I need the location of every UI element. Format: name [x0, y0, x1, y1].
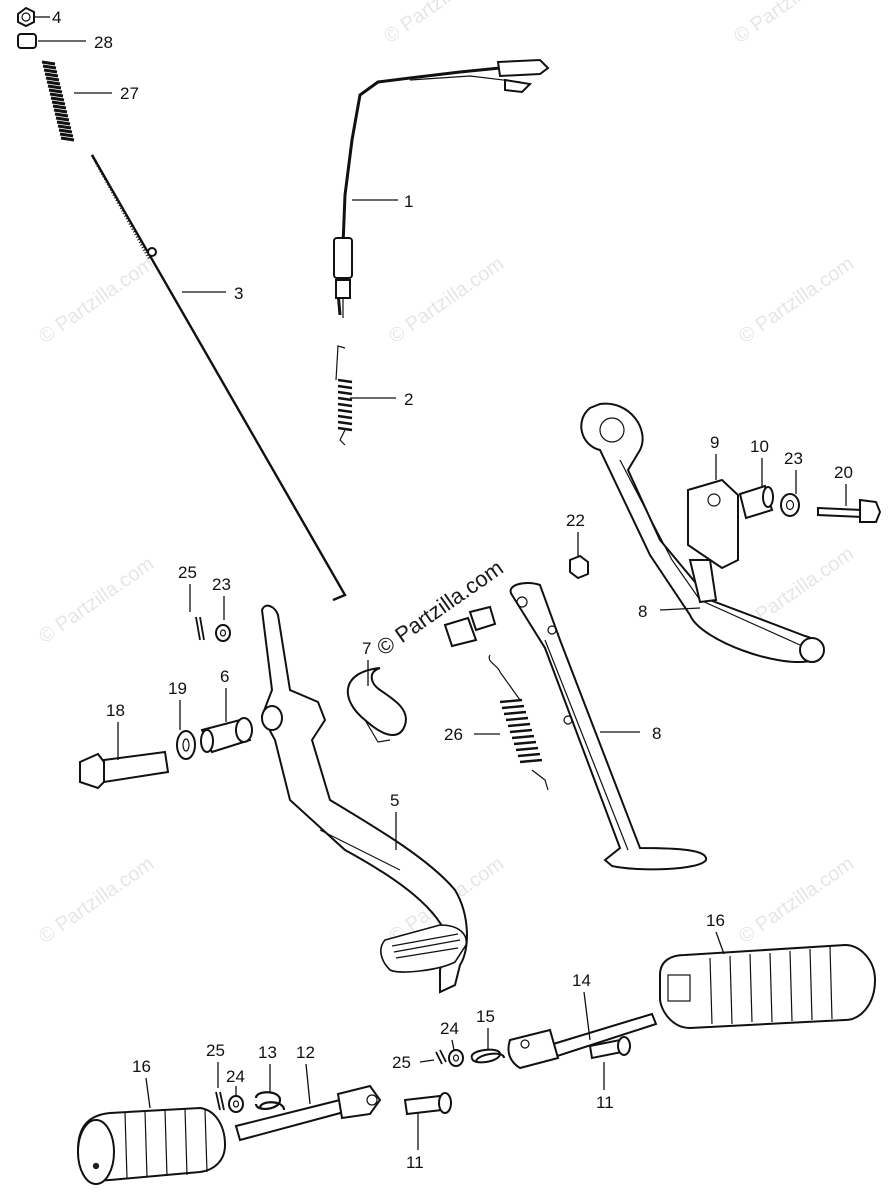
collar-10	[738, 484, 774, 520]
brake-rod-3	[90, 154, 347, 602]
callout-15: 15	[476, 1007, 495, 1026]
washer-24-right	[448, 1049, 464, 1067]
footpeg-bar-14	[507, 1012, 658, 1070]
callout-4: 4	[52, 8, 61, 27]
footpeg-rubber-16-right	[659, 943, 877, 1030]
callout-12: 12	[296, 1043, 315, 1062]
callout-18: 18	[106, 701, 125, 720]
callout-24: 24	[440, 1019, 459, 1038]
footpeg-bar-12	[234, 1084, 382, 1142]
callout-23: 23	[784, 449, 803, 468]
callout-8: 8	[638, 602, 647, 621]
callout-20: 20	[834, 463, 853, 482]
callout-numbers: 4 28 27 1 3 2 9 10 23 20 22 8 25 23 7 18…	[52, 8, 853, 1172]
stand-spring-26	[488, 654, 549, 791]
washer-19	[176, 730, 196, 760]
pin-11-right	[588, 1036, 631, 1060]
washer-24-left	[228, 1095, 244, 1113]
callout-13: 13	[258, 1043, 277, 1062]
callout-27: 27	[120, 84, 139, 103]
footpeg-rubber-16-left	[76, 1106, 227, 1185]
spring-13	[254, 1091, 286, 1111]
callout-25: 25	[392, 1053, 411, 1072]
callout-19: 19	[168, 679, 187, 698]
return-spring-7	[346, 667, 407, 743]
bolt-18	[79, 750, 170, 790]
callout-25: 25	[206, 1041, 225, 1060]
pin-11-left	[403, 1092, 452, 1116]
cotter-pin-25-left	[215, 1091, 225, 1111]
callout-11: 11	[596, 1093, 614, 1112]
collar-6	[200, 717, 253, 754]
callout-24: 24	[226, 1067, 245, 1086]
callout-3: 3	[234, 284, 243, 303]
cotter-pin-25-upper	[195, 616, 205, 641]
callout-10: 10	[750, 437, 769, 456]
bolt-20	[817, 498, 882, 523]
washer-23-left	[215, 624, 231, 642]
bolt-stand-pivot	[443, 605, 497, 648]
leader-lines	[34, 16, 847, 1150]
side-stand-8-upper	[580, 402, 825, 663]
callout-9: 9	[710, 433, 719, 452]
callout-8: 8	[652, 724, 661, 743]
brake-pedal-5	[260, 604, 468, 994]
callout-5: 5	[390, 791, 399, 810]
callout-7: 7	[362, 639, 371, 658]
callout-16: 16	[706, 911, 725, 930]
main-stand-8	[509, 582, 707, 871]
callout-11: 11	[406, 1153, 424, 1172]
callout-2: 2	[404, 390, 413, 409]
nut-4	[17, 6, 35, 28]
callout-16: 16	[132, 1057, 151, 1076]
nut-22	[569, 554, 589, 580]
callout-1: 1	[404, 192, 413, 211]
spring-27	[41, 60, 75, 142]
cotter-pin-25-right	[435, 1049, 447, 1065]
callout-6: 6	[220, 667, 229, 686]
switch-spring-2	[335, 345, 353, 446]
callout-22: 22	[566, 511, 585, 530]
callout-23: 23	[212, 575, 231, 594]
callout-26: 26	[444, 725, 463, 744]
callout-25: 25	[178, 563, 197, 582]
stop-switch-1	[333, 58, 550, 318]
callout-14: 14	[572, 971, 591, 990]
callout-28: 28	[94, 33, 113, 52]
spring-15	[470, 1048, 505, 1064]
washer-23-right	[780, 493, 800, 517]
joint-28	[17, 33, 37, 49]
